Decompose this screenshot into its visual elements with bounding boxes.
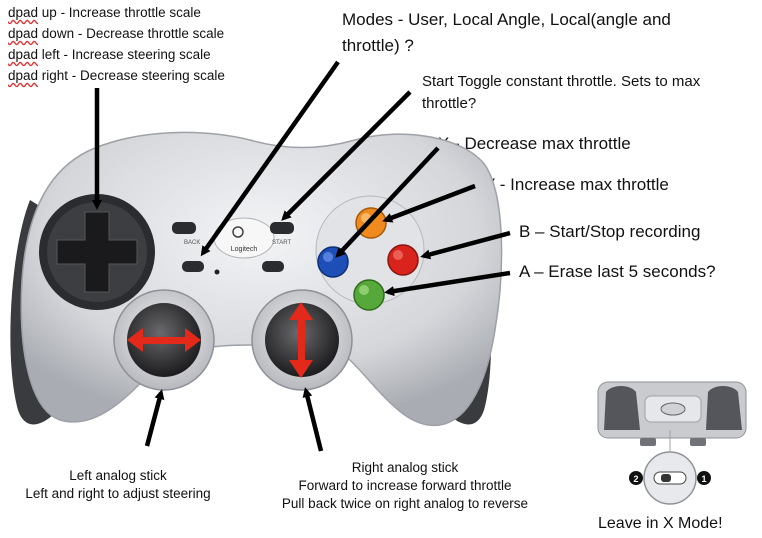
back-text: BACK: [184, 240, 200, 246]
marker-left-text: 2: [633, 474, 638, 484]
right-stick-desc1: Forward to increase forward throttle: [298, 478, 512, 493]
brand-text: Logitech: [231, 246, 258, 253]
inset-controller-top-view: 2 1: [597, 381, 747, 505]
left-stick-label: Left analog stick Left and right to adju…: [0, 467, 236, 503]
dpad-icon: [56, 211, 138, 293]
start-label-line2: throttle?: [422, 95, 477, 112]
left-stick-title: Left analog stick: [69, 468, 167, 483]
left-stick-red-arrow: [127, 328, 201, 352]
right-stick-desc2: Pull back twice on right analog to rever…: [281, 496, 529, 511]
back-button: [172, 222, 196, 234]
arrow-modes: [200, 60, 340, 257]
y-button-label: Y - Increase max throttle: [484, 175, 669, 194]
dpad-down-text: down - Decrease throttle scale: [38, 26, 225, 41]
dpad-left-label: dpad left - Increase steering scale: [8, 46, 211, 63]
mode-button: [182, 261, 204, 272]
dpad-right-text: right - Decrease steering scale: [38, 68, 225, 83]
vibration-button: [262, 261, 284, 272]
mode-led: [214, 269, 220, 275]
start-button: [270, 222, 294, 234]
modes-label-line1: Modes - User, Local Angle, Local(angle a…: [342, 10, 671, 29]
start-text: START: [272, 240, 291, 246]
dpad-word: dpad: [8, 47, 39, 62]
dpad-down-label: dpad down - Decrease throttle scale: [8, 25, 224, 42]
dpad-up-text: up - Increase throttle scale: [38, 5, 201, 20]
a-button-label: A – Erase last 5 seconds?: [519, 262, 716, 281]
b-button-label: B – Start/Stop recording: [519, 222, 701, 241]
dpad-up-label: dpad up - Increase throttle scale: [8, 4, 201, 21]
dpad-left-text: left - Increase steering scale: [38, 47, 211, 62]
arrow-right-stick: [302, 387, 324, 452]
dpad-word: dpad: [8, 26, 39, 41]
inset-footer-label: Leave in X Mode!: [598, 515, 723, 532]
arrow-b: [420, 230, 511, 260]
arrow-a: [384, 270, 511, 297]
dpad-word: dpad: [8, 68, 39, 83]
right-stick-red-arrow: [289, 302, 313, 378]
dpad-right-label: dpad right - Decrease steering scale: [8, 67, 225, 84]
b-button: [387, 244, 419, 276]
arrow-left-stick: [144, 389, 165, 447]
start-label-line1: Start Toggle constant throttle. Sets to …: [422, 73, 701, 90]
right-stick-title: Right analog stick: [351, 460, 459, 475]
logitech-logo-icon: [232, 226, 244, 238]
x-button-label: X - Decrease max throttle: [438, 134, 631, 153]
left-stick-desc: Left and right to adjust steering: [25, 486, 211, 501]
a-button: [353, 279, 385, 311]
arrow-start: [281, 90, 412, 221]
arrow-x: [335, 146, 440, 258]
dpad-word: dpad: [8, 5, 39, 20]
annotation-arrows: [92, 60, 511, 452]
right-stick-label: Right analog stick Forward to increase f…: [240, 459, 570, 513]
marker-right-text: 1: [701, 474, 706, 484]
modes-label-line2: throttle) ?: [342, 36, 414, 55]
arrow-y: [382, 183, 476, 223]
